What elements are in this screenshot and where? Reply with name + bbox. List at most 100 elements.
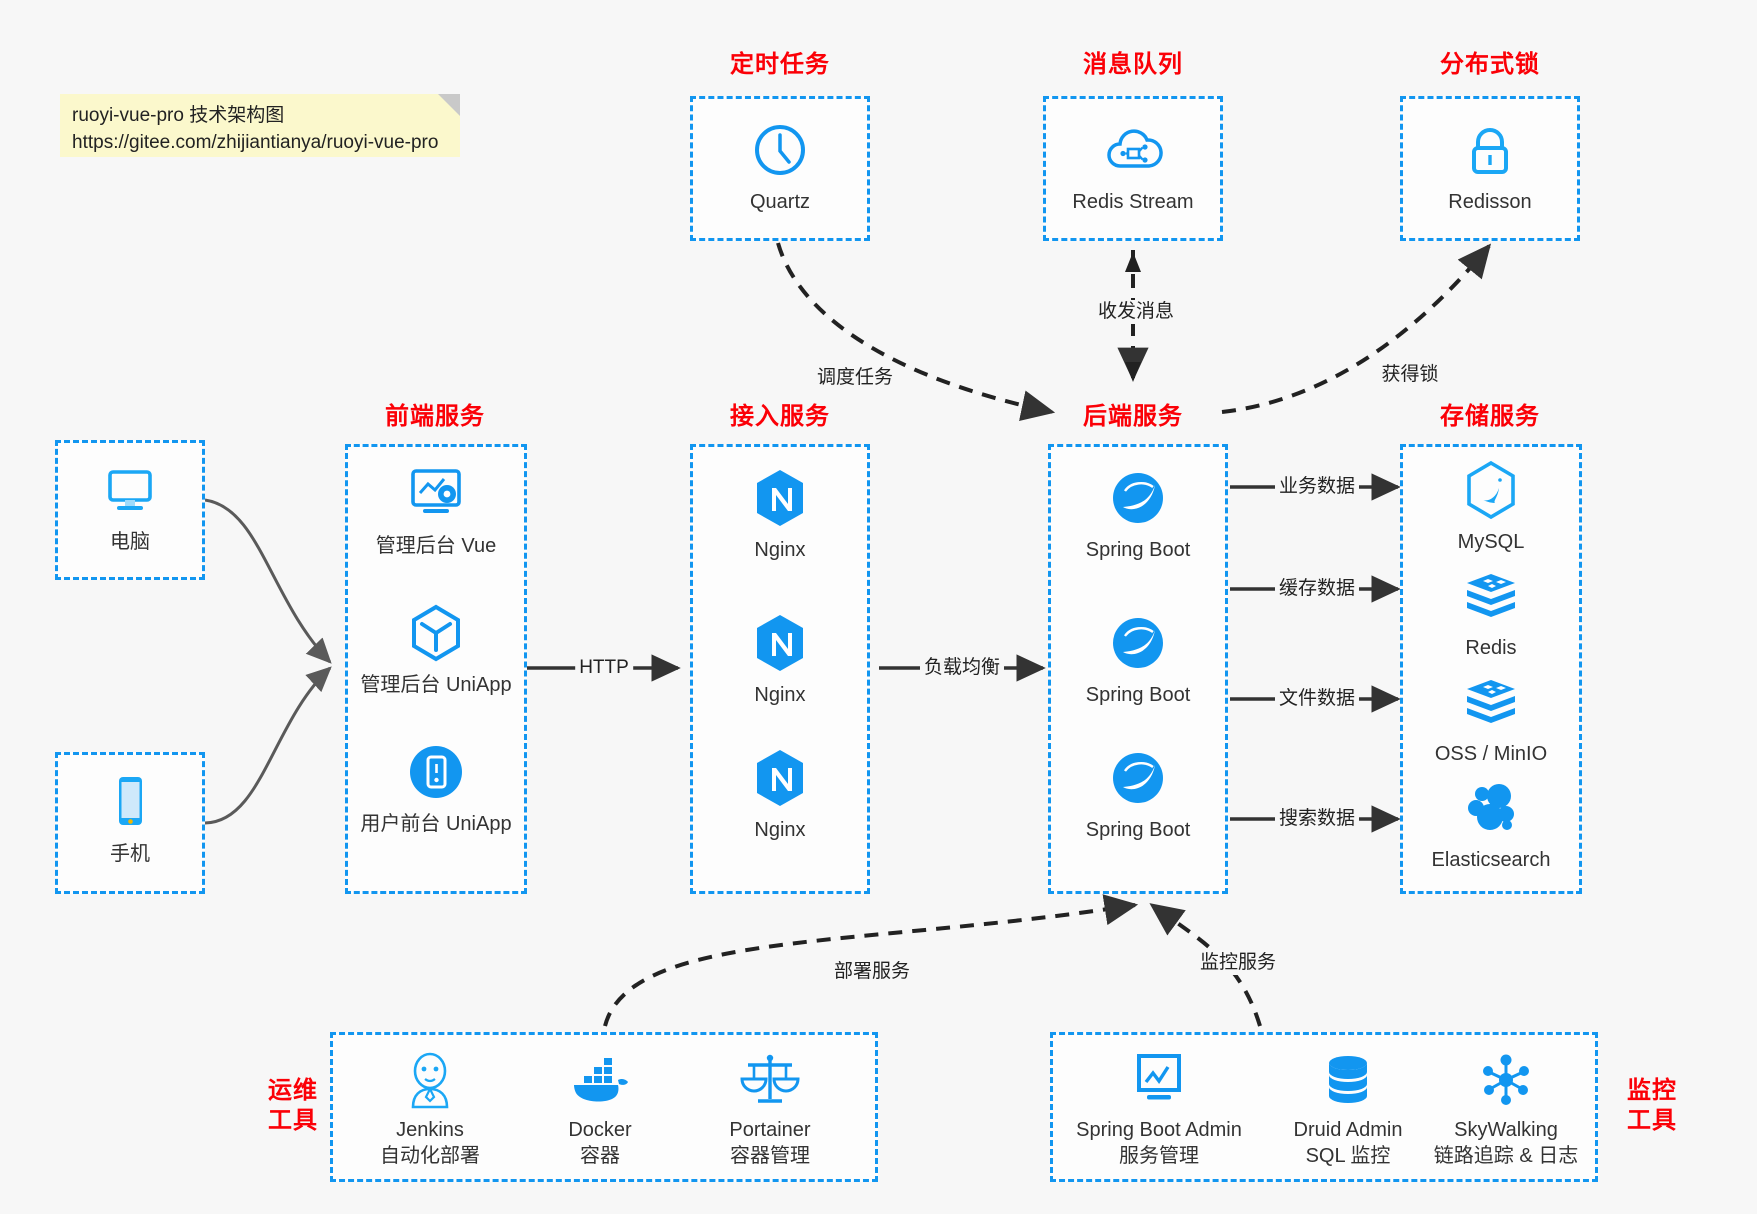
node-admin-vue[interactable]: 管理后台 Vue [348, 463, 524, 559]
node-nginx-3[interactable]: Nginx [693, 747, 867, 843]
node-label: Spring Boot [1085, 819, 1191, 841]
node-label: Spring Boot [1085, 684, 1191, 706]
group-lock[interactable]: Redisson [1400, 96, 1580, 241]
tool-druid-admin[interactable]: Druid Admin SQL 监控 [1258, 1047, 1438, 1169]
tool-portainer[interactable]: Portainer 容器管理 [685, 1047, 855, 1169]
node-label: 用户前台 UniApp [360, 813, 512, 835]
group-title-monitor: 监控 工具 [1612, 1076, 1692, 1136]
elasticsearch-icon [1403, 777, 1579, 839]
tool-label: Portainer [729, 1119, 811, 1141]
group-title-gateway: 接入服务 [730, 403, 830, 430]
group-title-mq: 消息队列 [1083, 51, 1183, 78]
edge-label-http: HTTP [575, 656, 633, 680]
node-spring-boot-1[interactable]: Spring Boot [1051, 467, 1225, 563]
node-quartz[interactable]: Quartz [693, 119, 867, 215]
monitor-title-line2: 工具 [1627, 1107, 1677, 1134]
group-mq[interactable]: Redis Stream [1043, 96, 1223, 241]
edge-mobile-to-frontend [204, 666, 332, 825]
edge-label-search-data: 搜索数据 [1274, 807, 1360, 831]
edge-label-business-data: 业务数据 [1274, 475, 1360, 499]
tool-jenkins[interactable]: Jenkins 自动化部署 [345, 1047, 515, 1169]
note-url: https://gitee.com/zhijiantianya/ruoyi-vu… [72, 132, 439, 153]
lock-icon [1403, 119, 1577, 181]
tool-docker[interactable]: Docker 容器 [515, 1047, 685, 1169]
node-label: Nginx [754, 539, 806, 561]
node-mysql[interactable]: MySQL [1403, 459, 1579, 555]
devops-title-line2: 工具 [268, 1107, 318, 1134]
spring-boot-icon [1051, 612, 1225, 674]
node-mobile[interactable]: 手机 [58, 771, 202, 867]
dashboard-gear-icon [348, 463, 524, 525]
hexagon-cube-icon [348, 602, 524, 664]
tool-label: Docker [568, 1119, 632, 1141]
node-label: Quartz [749, 191, 811, 213]
group-title-devops: 运维 工具 [258, 1076, 328, 1136]
tool-sub: 服务管理 [1119, 1145, 1199, 1167]
node-nginx-2[interactable]: Nginx [693, 612, 867, 708]
edge-label-messaging: 收发消息 [1093, 300, 1179, 324]
node-redisson[interactable]: Redisson [1403, 119, 1577, 215]
tool-label: Spring Boot Admin [1076, 1119, 1242, 1141]
node-label: Spring Boot [1085, 539, 1191, 561]
tool-sub: 容器 [580, 1145, 620, 1167]
group-scheduler[interactable]: Quartz [690, 96, 870, 241]
app-circle-icon [348, 741, 524, 803]
node-label: Nginx [754, 819, 806, 841]
node-nginx-1[interactable]: Nginx [693, 467, 867, 563]
node-elasticsearch[interactable]: Elasticsearch [1403, 777, 1579, 873]
node-user-uniapp[interactable]: 用户前台 UniApp [348, 741, 524, 837]
node-desktop[interactable]: 电脑 [58, 459, 202, 555]
node-label: MySQL [1457, 531, 1525, 553]
nginx-icon [693, 612, 867, 674]
group-gateway[interactable]: Nginx Nginx Nginx [690, 444, 870, 894]
node-spring-boot-3[interactable]: Spring Boot [1051, 747, 1225, 843]
mobile-icon [58, 771, 202, 833]
tool-label: Druid Admin [1293, 1119, 1403, 1141]
group-monitor[interactable]: Spring Boot Admin 服务管理 Druid Admin SQL 监… [1050, 1032, 1598, 1182]
redis-icon [1403, 671, 1579, 733]
tool-spring-boot-admin[interactable]: Spring Boot Admin 服务管理 [1059, 1047, 1259, 1169]
node-spring-boot-2[interactable]: Spring Boot [1051, 612, 1225, 708]
edge-label-file-data: 文件数据 [1274, 687, 1360, 711]
node-label: Nginx [754, 684, 806, 706]
group-title-scheduler: 定时任务 [730, 51, 830, 78]
node-redis[interactable]: Redis [1403, 565, 1579, 661]
edge-label-deploy-service: 部署服务 [829, 960, 915, 984]
group-storage[interactable]: MySQL Redis OSS / MinIO Elasticsearch [1400, 444, 1582, 894]
group-title-frontend: 前端服务 [385, 403, 485, 430]
nginx-icon [693, 467, 867, 529]
node-label: Redisson [1448, 191, 1532, 213]
group-devops[interactable]: Jenkins 自动化部署 Docker 容器 Portainer 容器管理 [330, 1032, 878, 1182]
desktop-icon [58, 459, 202, 521]
node-label: 手机 [110, 843, 150, 865]
edge-acquire-lock [1221, 243, 1492, 414]
group-title-lock: 分布式锁 [1440, 51, 1540, 78]
tool-sub: 容器管理 [730, 1145, 810, 1167]
group-device-desktop[interactable]: 电脑 [55, 440, 205, 580]
node-label: 管理后台 UniApp [360, 674, 512, 696]
nginx-icon [693, 747, 867, 809]
group-backend[interactable]: Spring Boot Spring Boot Spring Boot [1048, 444, 1228, 894]
node-admin-uniapp[interactable]: 管理后台 UniApp [348, 602, 524, 698]
group-frontend[interactable]: 管理后台 Vue 管理后台 UniApp 用户前台 UniApp [345, 444, 527, 894]
node-oss-minio[interactable]: OSS / MinIO [1403, 671, 1579, 767]
group-title-backend: 后端服务 [1083, 403, 1183, 430]
edge-label-monitor-service: 监控服务 [1195, 951, 1281, 975]
tool-sub: SQL 监控 [1305, 1145, 1391, 1167]
tool-skywalking[interactable]: SkyWalking 链路追踪 & 日志 [1411, 1047, 1601, 1169]
group-title-storage: 存储服务 [1440, 403, 1540, 430]
clock-icon [693, 119, 867, 181]
redis-icon [1403, 565, 1579, 627]
node-redis-stream[interactable]: Redis Stream [1046, 119, 1220, 215]
spring-boot-icon [1051, 467, 1225, 529]
node-label: 电脑 [110, 531, 150, 553]
jenkins-icon [345, 1047, 515, 1113]
docker-icon [515, 1047, 685, 1113]
node-label: OSS / MinIO [1434, 743, 1548, 765]
group-device-mobile[interactable]: 手机 [55, 752, 205, 894]
tool-label: SkyWalking [1454, 1119, 1558, 1141]
tool-sub: 自动化部署 [380, 1145, 480, 1167]
edge-label-schedule: 调度任务 [812, 366, 898, 390]
scales-icon [685, 1047, 855, 1113]
monitor-title-line1: 监控 [1627, 1077, 1677, 1104]
